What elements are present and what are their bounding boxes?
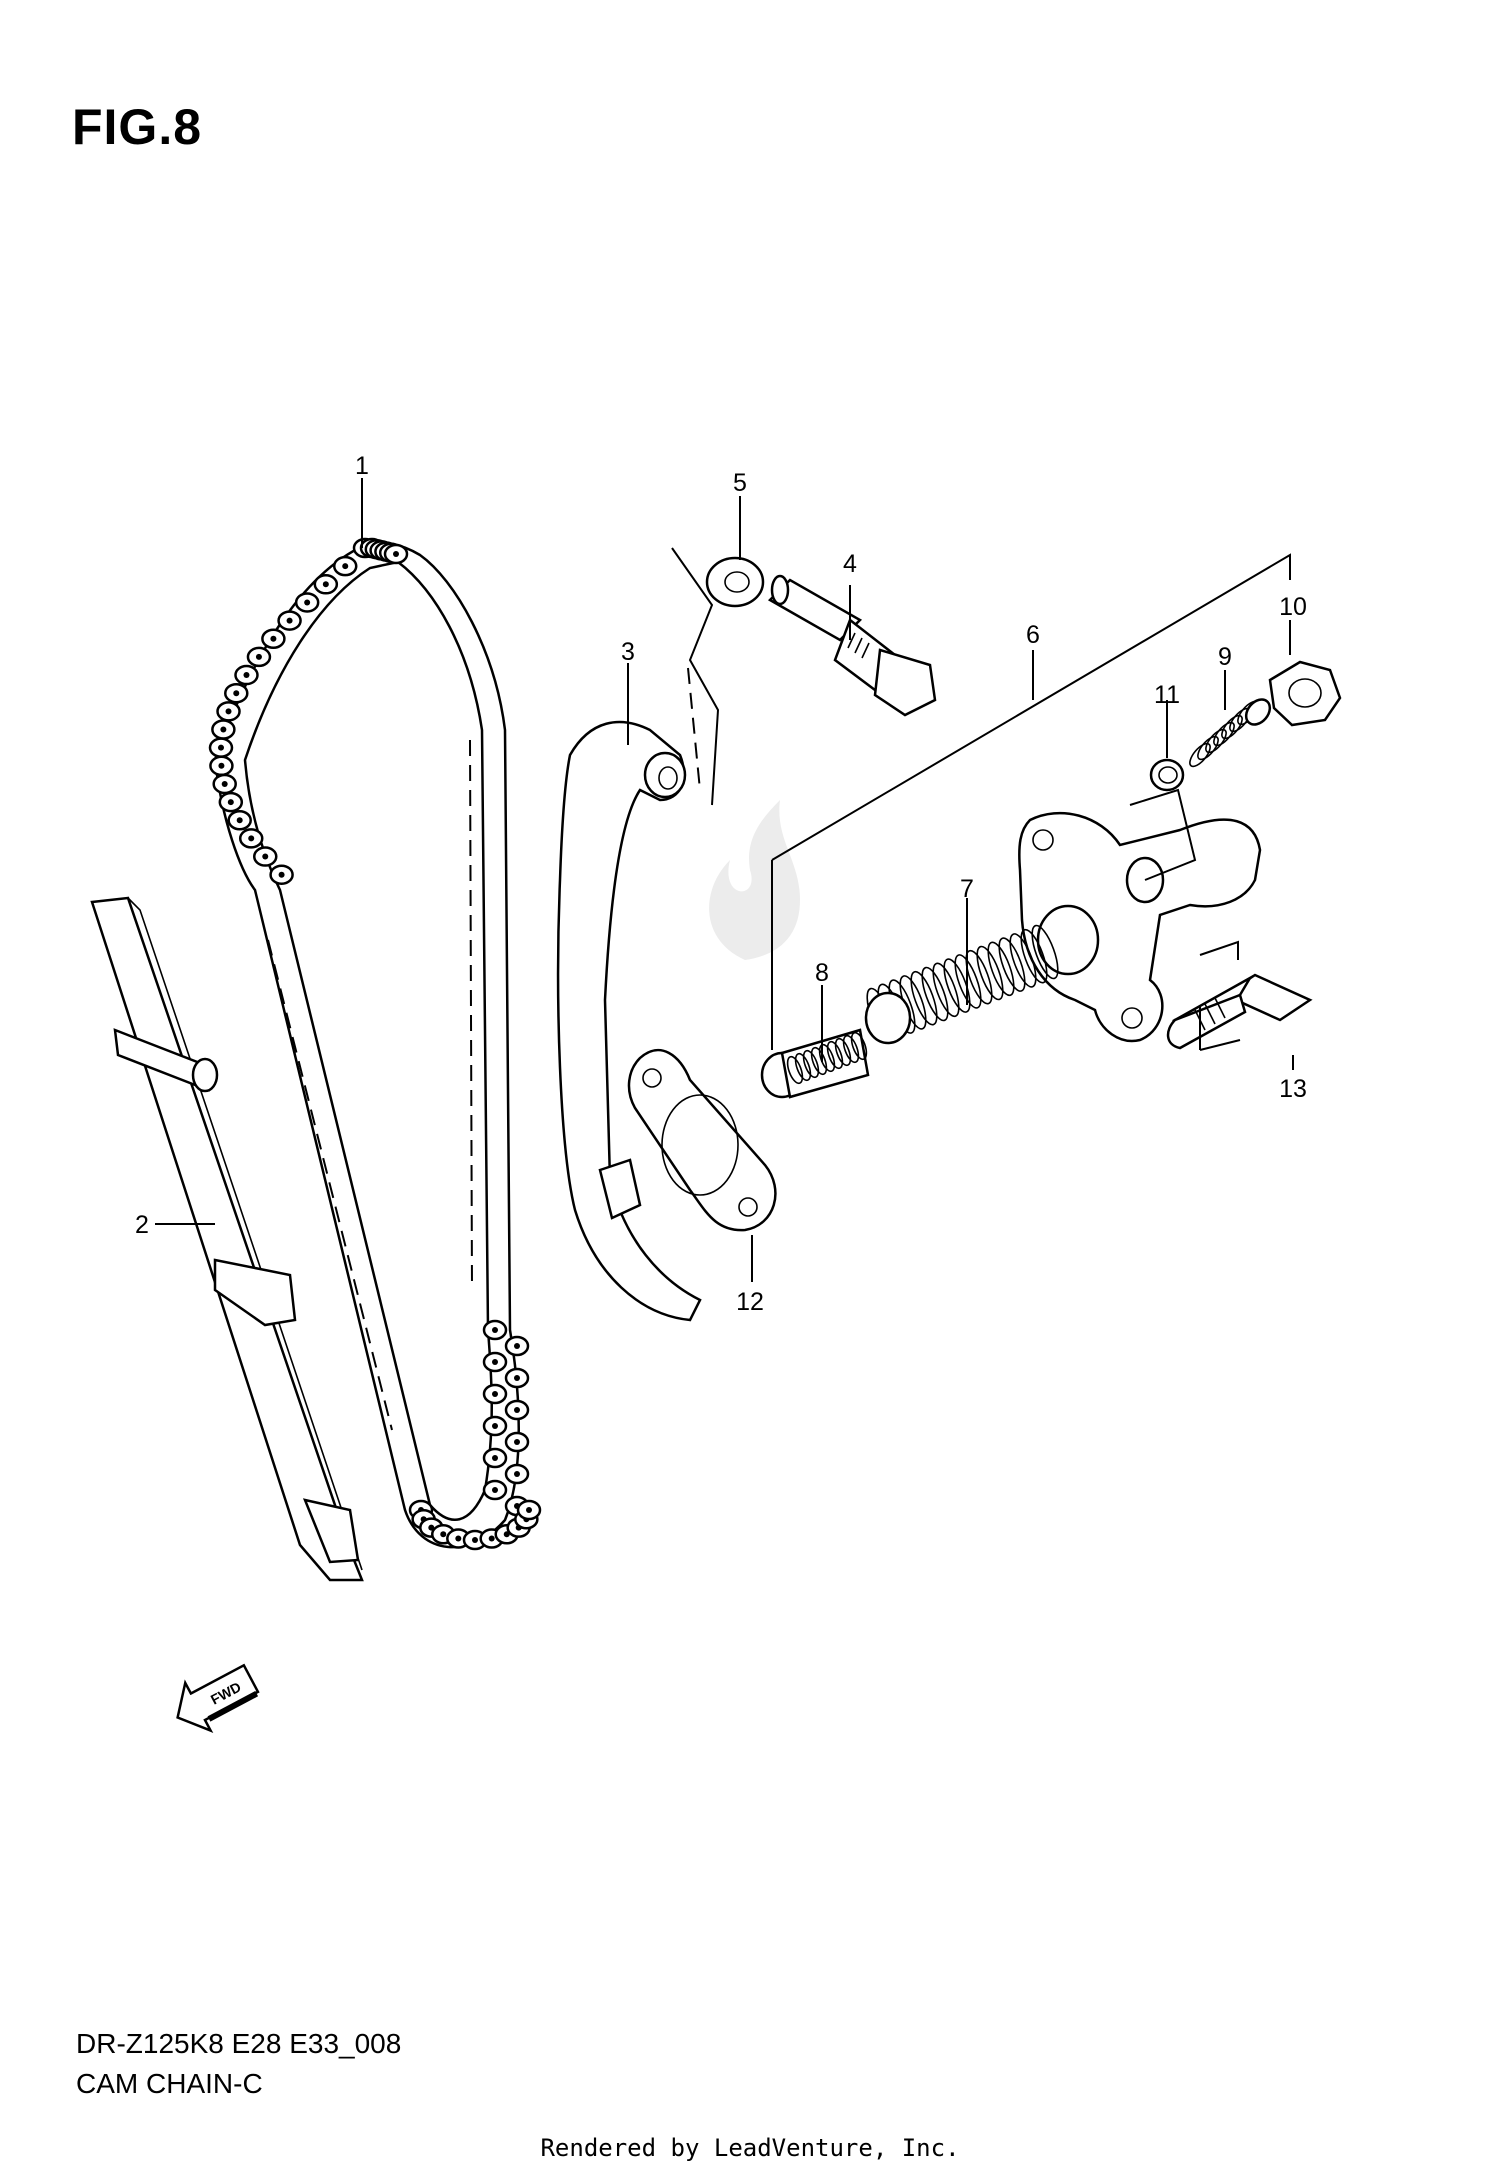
chain-pin xyxy=(514,1407,520,1413)
chain-pin xyxy=(286,617,293,624)
spring-coil xyxy=(987,941,1015,997)
callout-13: 13 xyxy=(1279,1075,1307,1103)
callout-9: 9 xyxy=(1218,643,1232,671)
chain-pin xyxy=(440,1531,447,1538)
chain-pin xyxy=(278,871,285,878)
spring-coil xyxy=(921,966,949,1022)
chain-pin xyxy=(227,799,234,806)
chain-pin xyxy=(492,1391,498,1397)
fwd-arrow-icon: FWD xyxy=(176,1663,260,1733)
cap-nut-10 xyxy=(1268,660,1342,727)
spring-coil xyxy=(810,1046,828,1076)
spring-coil xyxy=(850,1031,868,1061)
chain-pin xyxy=(514,1471,520,1477)
spring-coil xyxy=(943,958,971,1013)
callout-1: 1 xyxy=(355,452,369,480)
callout-12: 12 xyxy=(736,1288,764,1316)
diagram-code: DR-Z125K8 E28 E33_008 xyxy=(76,2028,402,2059)
chain-pin xyxy=(236,817,243,824)
chain-pin xyxy=(218,762,225,769)
screw-head xyxy=(1244,698,1272,726)
chain-pin xyxy=(492,1327,498,1333)
spring-coil xyxy=(1009,933,1037,988)
chain-pin xyxy=(322,581,329,588)
cam-chain xyxy=(208,537,542,1551)
callout-2: 2 xyxy=(135,1211,149,1239)
chain-pin xyxy=(255,653,262,660)
callout-10: 10 xyxy=(1279,593,1307,621)
spring-coil xyxy=(998,937,1026,992)
diagram-name: CAM CHAIN-C xyxy=(76,2068,263,2099)
callout-5: 5 xyxy=(733,469,747,497)
gasket-12 xyxy=(627,1048,777,1232)
o-ring-11 xyxy=(1149,758,1185,792)
tensioner-guide xyxy=(556,720,702,1322)
chain-pin xyxy=(492,1423,498,1429)
page-title: FIG.8 xyxy=(72,99,203,155)
chain-pin xyxy=(233,690,240,697)
chain-pin xyxy=(492,1487,498,1493)
chain-pin xyxy=(225,708,232,715)
chain-pin xyxy=(526,1507,532,1513)
chain-pin xyxy=(243,672,250,679)
chain-pin xyxy=(455,1535,462,1542)
chain-pin xyxy=(393,551,399,557)
chain-pin xyxy=(488,1535,495,1542)
spring-coil xyxy=(932,962,960,1018)
chain-pin xyxy=(492,1455,498,1461)
spring-coil xyxy=(976,945,1004,1001)
chain-pin xyxy=(248,835,255,842)
rendered-by: Rendered by LeadVenture, Inc. xyxy=(540,2134,960,2162)
flame-icon xyxy=(709,800,800,960)
chain-links-top xyxy=(208,537,409,885)
spring-coil xyxy=(794,1052,812,1082)
callout-11: 11 xyxy=(1154,681,1180,709)
spring-8 xyxy=(786,1031,868,1085)
chain-pin xyxy=(221,780,228,787)
spring-coil xyxy=(802,1049,820,1079)
spring-coil xyxy=(842,1034,860,1064)
chain-pin xyxy=(342,563,349,570)
chain-pin xyxy=(217,744,224,751)
bolt-4 xyxy=(767,574,937,717)
washer-5 xyxy=(705,556,765,608)
chain-links-bottom xyxy=(408,1319,542,1551)
callout-6: 6 xyxy=(1026,621,1040,649)
callout-4: 4 xyxy=(843,550,857,578)
chain-pin xyxy=(270,635,277,642)
bolt-13 xyxy=(1166,973,1313,1050)
screw-9 xyxy=(1189,698,1272,768)
chain-pin xyxy=(472,1537,478,1543)
spring-7 xyxy=(866,924,1059,1043)
spring-coil xyxy=(954,954,982,1009)
spring-coil xyxy=(1020,928,1048,984)
watermark xyxy=(709,800,800,960)
spring-coil xyxy=(1031,924,1059,980)
chain-guide xyxy=(90,896,364,1582)
chain-pin xyxy=(262,853,269,860)
callout-7: 7 xyxy=(960,875,974,903)
spring-coil xyxy=(786,1055,804,1085)
spring-coil xyxy=(834,1037,852,1067)
callout-8: 8 xyxy=(815,959,829,987)
spring-coil xyxy=(826,1040,844,1070)
chain-pin xyxy=(492,1359,498,1365)
chain-pin xyxy=(514,1439,520,1445)
spring-coil xyxy=(910,970,938,1026)
chain-pin xyxy=(514,1375,520,1381)
chain-pin xyxy=(220,726,227,733)
callout-3: 3 xyxy=(621,638,635,666)
chain-pin xyxy=(514,1343,520,1349)
spring-coil xyxy=(965,949,993,1005)
chain-pin xyxy=(304,599,311,606)
